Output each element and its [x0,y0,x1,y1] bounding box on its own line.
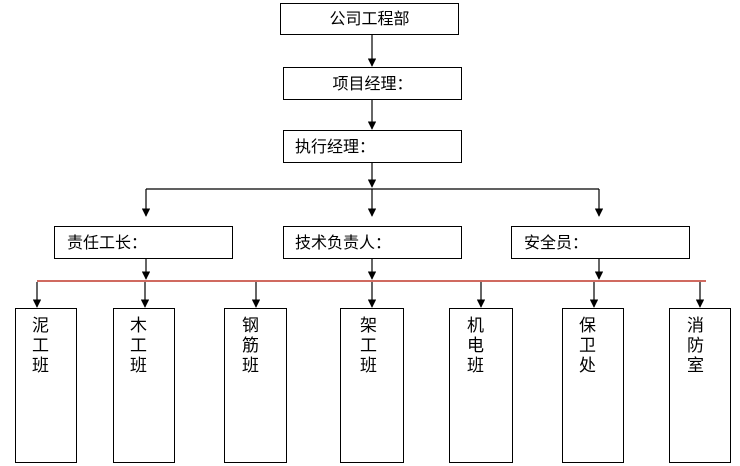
node-company-engineering: 公司工程部 [280,3,459,35]
node-safety-officer: 安全员： [511,226,690,259]
node-label: 公司工程部 [329,9,410,28]
team-box-2: 木工班 [113,308,175,463]
team-label: 架工班 [360,316,377,376]
node-label: 执行经理： [295,136,376,156]
team-label: 机电班 [467,316,484,376]
team-box-7: 消防室 [669,308,731,463]
team-box-5: 机电班 [449,308,513,463]
team-label: 保卫处 [579,316,596,376]
team-label: 泥工班 [32,316,49,376]
node-label: 责任工长： [67,232,148,252]
node-label: 项目经理： [332,73,413,93]
team-label: 消防室 [687,316,704,376]
node-project-manager: 项目经理： [283,67,462,100]
team-label: 木工班 [130,316,147,376]
team-box-3: 钢筋班 [224,308,287,463]
team-box-1: 泥工班 [15,308,77,463]
node-tech-lead: 技术负责人： [283,226,462,259]
node-foreman: 责任工长： [54,226,233,259]
node-label: 安全员： [524,232,589,252]
node-label: 技术负责人： [295,232,392,252]
node-executive-manager: 执行经理： [283,130,462,163]
team-label: 钢筋班 [242,316,259,376]
team-box-6: 保卫处 [562,308,624,463]
team-box-4: 架工班 [340,308,404,463]
